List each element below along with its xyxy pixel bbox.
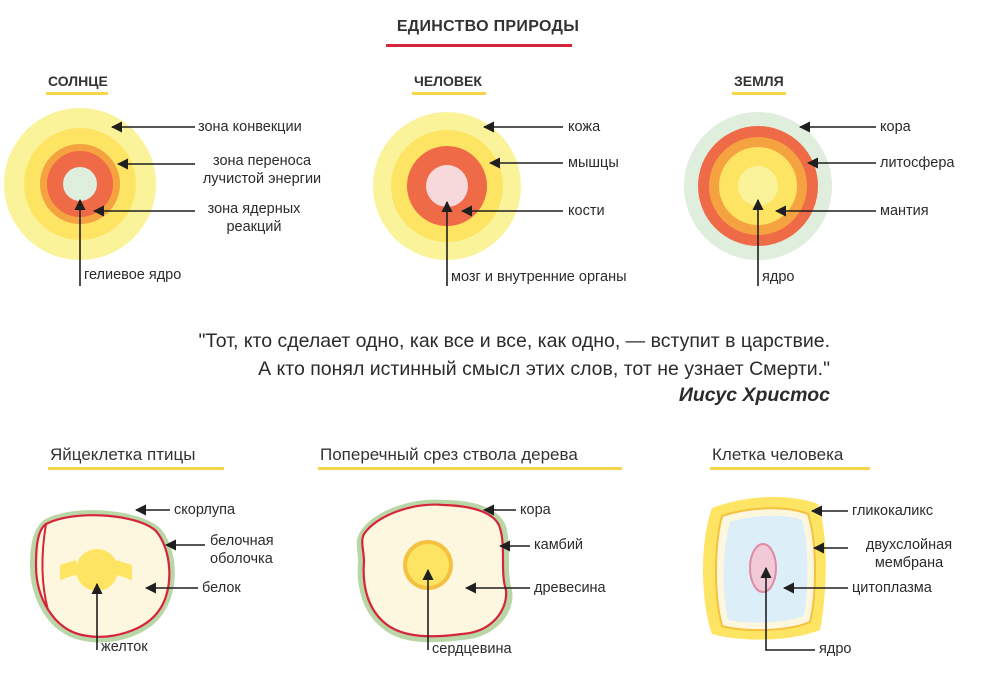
human-bones bbox=[426, 165, 468, 207]
sun-label-convection: зона конвекции bbox=[198, 118, 302, 136]
sun-label-transfer-line2: лучистой энергии bbox=[198, 170, 326, 188]
tree-heading: Поперечный срез ствола дерева bbox=[320, 445, 578, 465]
human-label-skin: кожа bbox=[568, 118, 600, 136]
human-label-muscles: мышцы bbox=[568, 154, 619, 172]
tree-label-wood: древесина bbox=[534, 579, 606, 597]
cell-label-nucleus: ядро bbox=[819, 640, 851, 658]
tree-label-pith: сердцевина bbox=[432, 640, 512, 658]
quote-author: Иисус Христос bbox=[600, 384, 830, 407]
earth-label-crust: кора bbox=[880, 118, 911, 136]
sun-helium-core bbox=[63, 167, 97, 201]
egg-heading: Яйцеклетка птицы bbox=[50, 445, 195, 465]
quote-line-1: "Тот, кто сделает одно, как все и все, к… bbox=[100, 328, 830, 354]
egg-label-shell: скорлупа bbox=[174, 501, 235, 519]
tree-heading-underline bbox=[318, 467, 622, 470]
sun-label-nuclear-line1: зона ядерных bbox=[198, 200, 310, 218]
egg-label-yolk: желток bbox=[101, 638, 148, 656]
quote-line-2: А кто понял истинный смысл этих слов, то… bbox=[100, 356, 830, 382]
sun-label-nuclear-line2: реакций bbox=[198, 218, 310, 236]
egg-heading-underline bbox=[48, 467, 224, 470]
cell-diagram bbox=[703, 497, 826, 640]
sun-label-transfer: зона переноса лучистой энергии bbox=[198, 152, 326, 188]
cell-label-membrane-line2: мембрана bbox=[844, 554, 974, 572]
earth-label-lithosphere: литосфера bbox=[880, 154, 954, 172]
cell-heading: Клетка человека bbox=[712, 445, 843, 465]
human-label-organs: мозг и внутренние органы bbox=[451, 268, 627, 286]
tree-label-cambium: камбий bbox=[534, 536, 583, 554]
cell-label-cytoplasm: цитоплазма bbox=[852, 579, 932, 597]
sun-label-core: гелиевое ядро bbox=[84, 266, 181, 284]
earth-label-mantle: мантия bbox=[880, 202, 929, 220]
cell-nucleus bbox=[750, 544, 776, 592]
earth-label-core: ядро bbox=[762, 268, 794, 286]
cell-heading-underline bbox=[710, 467, 870, 470]
egg-diagram bbox=[30, 510, 175, 642]
sun-label-transfer-line1: зона переноса bbox=[198, 152, 326, 170]
human-label-bones: кости bbox=[568, 202, 605, 220]
egg-label-membrane-line2: оболочка bbox=[210, 550, 274, 568]
cell-label-membrane-line1: двухслойная bbox=[844, 536, 974, 554]
cell-label-membrane: двухслойная мембрана bbox=[844, 536, 974, 572]
cell-label-glycocalyx: гликокаликс bbox=[852, 502, 933, 520]
tree-diagram bbox=[357, 500, 513, 643]
egg-label-membrane: белочная оболочка bbox=[210, 532, 274, 568]
egg-label-membrane-line1: белочная bbox=[210, 532, 274, 550]
tree-label-bark: кора bbox=[520, 501, 551, 519]
egg-label-white: белок bbox=[202, 579, 241, 597]
sun-label-nuclear: зона ядерных реакций bbox=[198, 200, 310, 236]
